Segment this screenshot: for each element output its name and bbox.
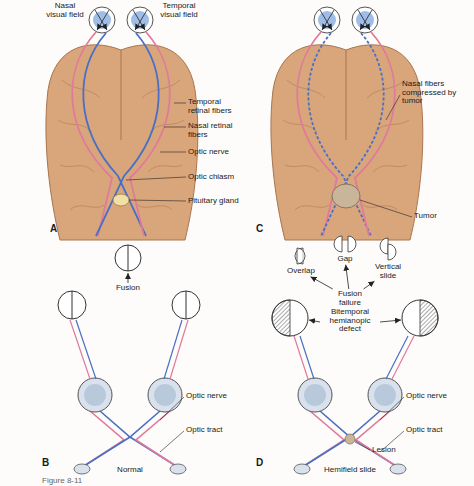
part-label: Optic nerve	[188, 148, 244, 157]
brain-illustration	[46, 7, 198, 240]
part-label: Fusion	[108, 284, 148, 293]
part-label: Nasal fibers compressed by tumor	[402, 80, 464, 106]
field-label: Nasal visual field	[44, 2, 86, 19]
optic-pathway	[72, 32, 170, 236]
field-label: Temporal visual field	[156, 2, 202, 19]
part-label: Optic nerve	[406, 392, 456, 401]
panel-letter: C	[256, 224, 263, 235]
lesion-mark	[345, 434, 355, 444]
part-label: Temporal retinal fibers	[188, 98, 244, 115]
diagram-node: Gap	[332, 255, 358, 264]
leader-lines	[360, 95, 412, 217]
hemifield-figure	[272, 236, 438, 379]
part-label: Lesion	[372, 446, 396, 455]
eyes-and-tracts	[294, 378, 406, 474]
panel-letter: A	[50, 224, 57, 235]
part-label: Optic nerve	[186, 392, 236, 401]
arrow-connector	[311, 277, 333, 289]
leader-lines	[355, 397, 404, 452]
leader-lines	[160, 397, 184, 452]
optic-pathway	[297, 32, 395, 236]
arrow-connector	[346, 265, 349, 289]
figure-caption: Figure 8-11	[42, 477, 82, 486]
panel-letter: B	[42, 458, 49, 469]
panel-title: Normal	[108, 466, 152, 475]
node-text: Gap	[332, 255, 358, 264]
diagram-node: Vertical slide	[370, 263, 406, 280]
pituitary-gland	[113, 194, 129, 206]
tumor-mass	[332, 184, 360, 208]
brain-illustration	[271, 7, 423, 240]
fusion-figure	[58, 245, 200, 379]
diagram-node: Overlap	[283, 267, 319, 276]
node-text: Fusion failure	[330, 290, 370, 307]
part-label: Nasal retinal fibers	[188, 122, 244, 139]
arrow-connector	[364, 281, 375, 289]
diagram-node: Fusion failure	[330, 290, 370, 307]
part-label: Tumor	[414, 212, 437, 221]
leader-lines	[126, 103, 186, 201]
panel-letter: D	[256, 458, 263, 469]
panel-title: Hemifield slide	[300, 466, 400, 475]
node-text: Overlap	[283, 267, 319, 276]
node-text: Vertical slide	[370, 263, 406, 280]
part-label: Bitemporal hemianopic defect	[320, 308, 380, 334]
part-label: Optic tract	[186, 426, 236, 435]
eyes-and-tracts	[74, 378, 186, 474]
part-label: Optic chiasm	[188, 173, 244, 182]
part-label: Pituitary gland	[188, 197, 244, 206]
part-label: Optic tract	[406, 426, 456, 435]
